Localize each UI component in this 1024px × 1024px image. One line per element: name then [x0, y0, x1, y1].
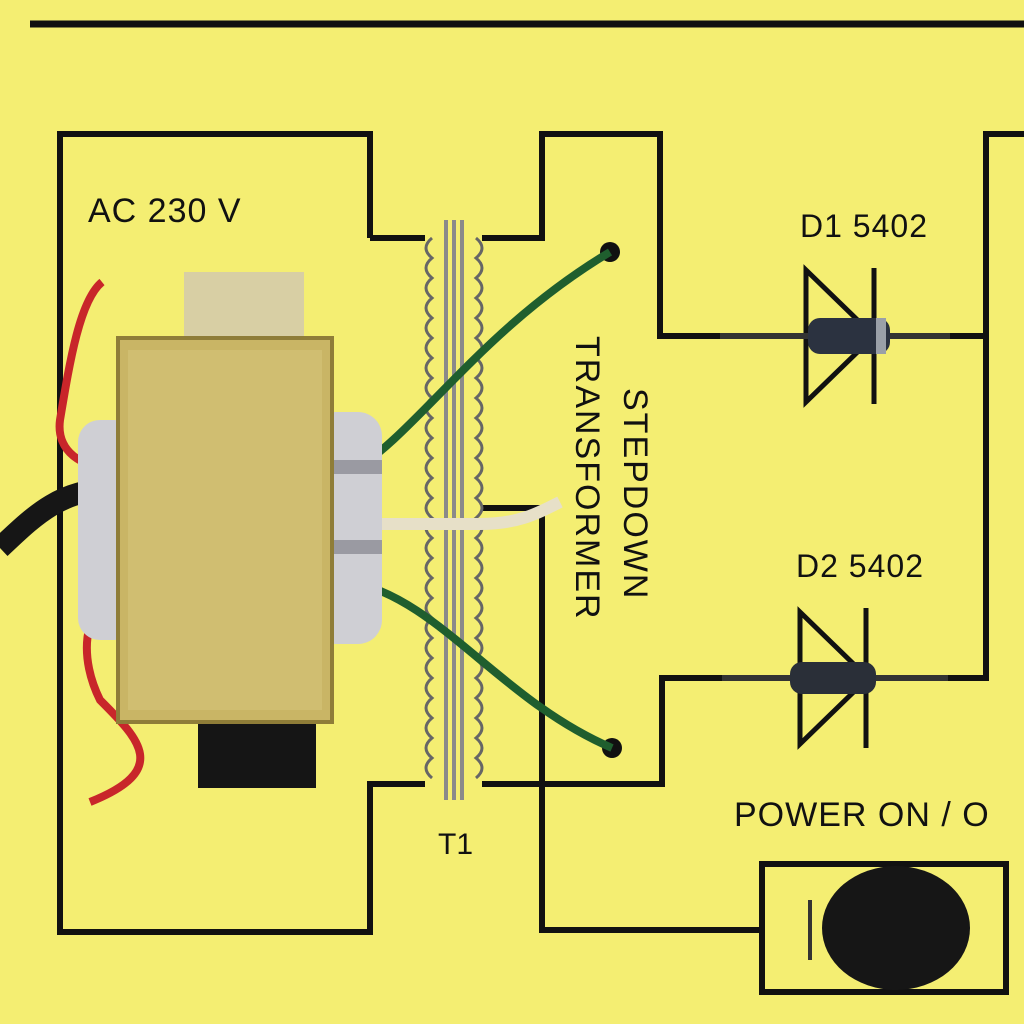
- secondary-trace-bottom: [482, 675, 722, 787]
- diode-d1-label: D1 5402: [800, 208, 928, 244]
- diode-d2: [722, 606, 948, 750]
- centre-tap-trace: [482, 505, 760, 933]
- green-wire-bottom: [351, 578, 614, 752]
- secondary-trace-top: [482, 131, 720, 339]
- output-trace: [948, 131, 1024, 681]
- tan-wire-centre: [362, 496, 563, 530]
- power-switch[interactable]: [759, 861, 1009, 995]
- power-switch-label: POWER ON / O: [734, 796, 990, 834]
- diode-d1: [720, 264, 950, 408]
- primary-trace: [57, 131, 425, 935]
- transformer-body: [78, 272, 382, 788]
- transformer-ref-label: T1: [438, 828, 474, 861]
- stepdown-label: STEPDOWN: [616, 388, 654, 601]
- transformer-label: TRANSFORMER: [568, 336, 606, 621]
- ac-supply-label: AC 230 V: [88, 192, 242, 230]
- diode-d2-label: D2 5402: [796, 548, 924, 584]
- transformer-symbol: [424, 220, 484, 800]
